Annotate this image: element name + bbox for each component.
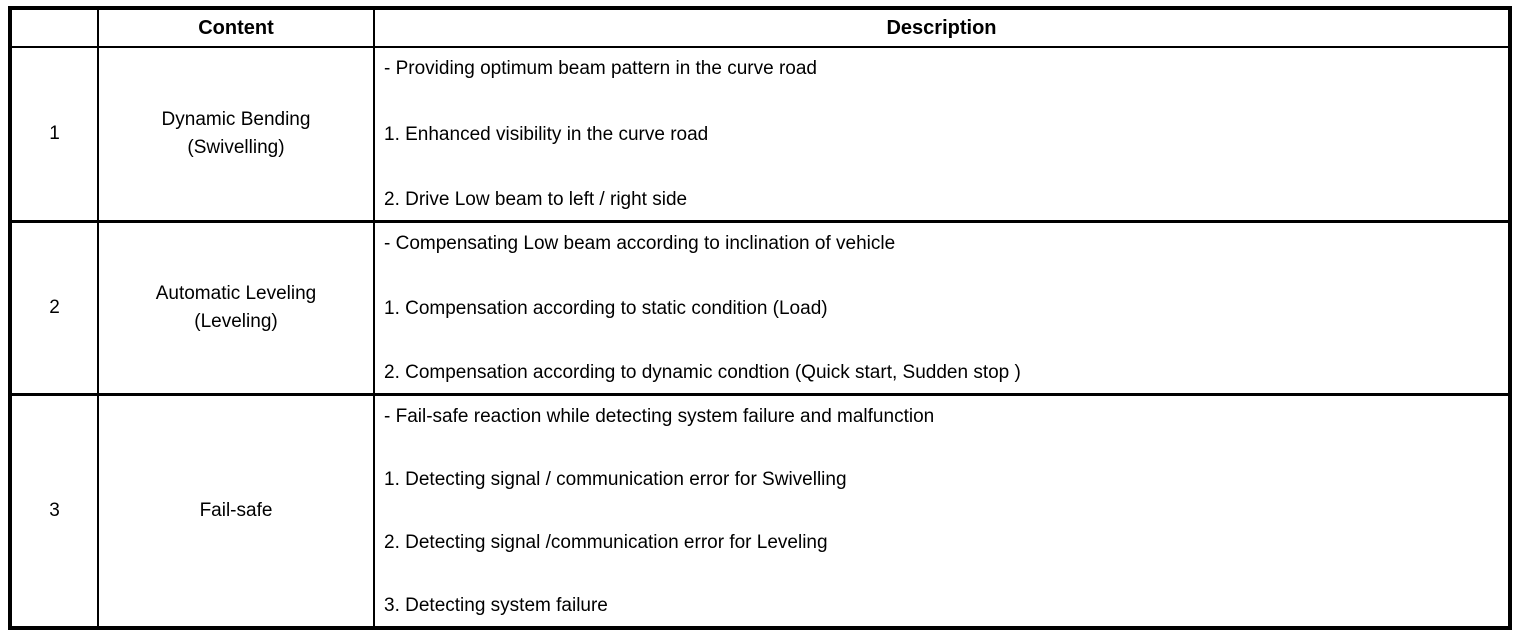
description-line: 2. Detecting signal /communication error… bbox=[384, 532, 828, 553]
row-number-cell: 3 bbox=[12, 396, 99, 626]
description-cell: - Providing optimum beam pattern in the … bbox=[375, 48, 1508, 223]
row-number-cell: 2 bbox=[12, 223, 99, 396]
description-line: 1. Enhanced visibility in the curve road bbox=[384, 123, 709, 145]
content-line: Dynamic Bending bbox=[161, 109, 311, 131]
content-cell: Dynamic Bending (Swivelling) bbox=[99, 48, 375, 223]
description-line: 2. Drive Low beam to left / right side bbox=[384, 189, 688, 210]
description-line: 2. Compensation according to dynamic con… bbox=[384, 362, 1021, 383]
features-table: Content Description 1 Dynamic Bending (S… bbox=[8, 6, 1512, 630]
content-line: (Leveling) bbox=[194, 311, 278, 332]
content-cell: Fail-safe bbox=[99, 396, 375, 626]
column-header-content: Content bbox=[99, 10, 375, 48]
content-line: Fail-safe bbox=[199, 500, 273, 522]
column-header-description: Description bbox=[375, 10, 1508, 48]
header-empty-cell bbox=[12, 10, 99, 48]
content-cell: Automatic Leveling (Leveling) bbox=[99, 223, 375, 396]
description-line: - Compensating Low beam according to inc… bbox=[384, 233, 896, 254]
description-line: 3. Detecting system failure bbox=[384, 595, 608, 616]
description-line: - Fail-safe reaction while detecting sys… bbox=[384, 406, 935, 427]
content-text: Fail-safe bbox=[99, 497, 373, 525]
content-line: (Swivelling) bbox=[187, 137, 285, 158]
description-line: 1. Detecting signal / communication erro… bbox=[384, 469, 847, 490]
content-line: Automatic Leveling bbox=[155, 283, 317, 305]
description-cell: - Fail-safe reaction while detecting sys… bbox=[375, 396, 1508, 626]
row-number-cell: 1 bbox=[12, 48, 99, 223]
description-line: - Providing optimum beam pattern in the … bbox=[384, 58, 817, 79]
description-line: 1. Compensation according to static cond… bbox=[384, 297, 828, 319]
description-cell: - Compensating Low beam according to inc… bbox=[375, 223, 1508, 396]
content-text: Automatic Leveling (Leveling) bbox=[99, 280, 373, 335]
content-text: Dynamic Bending (Swivelling) bbox=[99, 106, 373, 161]
